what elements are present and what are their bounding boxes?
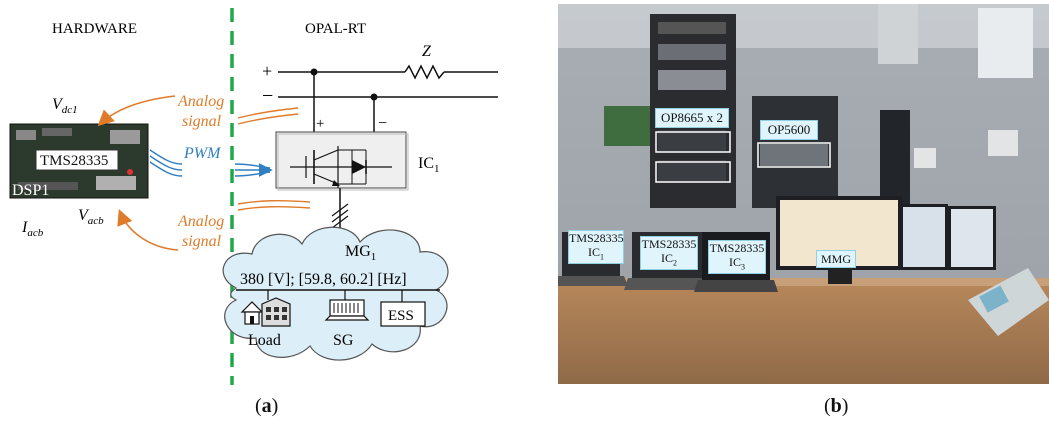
- vacb-label: Vacb: [78, 207, 104, 227]
- oscilloscope: [968, 268, 1049, 336]
- impedance-label: Z: [422, 43, 432, 60]
- op8665-frame-1: [655, 131, 731, 153]
- schematic-panel: HARDWARE OPAL-RT + − Z + − IC1: [9, 8, 498, 417]
- opal-rt-label: OPAL-RT: [305, 21, 366, 37]
- house-icon: [240, 301, 264, 325]
- tms-ic2-label: TMS28335 IC2: [640, 236, 698, 270]
- vdc1-label: Vdc1: [52, 96, 78, 116]
- generator-icon: [324, 299, 370, 321]
- mmg-label: MMG: [816, 250, 856, 268]
- op5600-label: OP5600: [760, 120, 818, 140]
- lab-photo: [554, 4, 1049, 384]
- inverter-minus: −: [378, 115, 387, 132]
- caption-b: (b): [824, 395, 849, 417]
- bus-plus: +: [262, 61, 272, 81]
- dsp-board-image: TMS28335 DSP1: [9, 123, 149, 199]
- ess-box: [380, 301, 426, 327]
- analog-signal-bottom-line2: signal: [182, 233, 222, 250]
- iacb-label: Iacb: [21, 219, 44, 239]
- ess-label: ESS: [388, 308, 414, 324]
- inverter-plus: +: [316, 116, 324, 132]
- ic1-label: IC1: [418, 155, 440, 175]
- tms-ic1-label: TMS28335 IC1: [568, 230, 624, 264]
- hardware-label: HARDWARE: [52, 21, 137, 37]
- building-icon: [261, 297, 291, 327]
- pwm-label: PWM: [183, 145, 222, 162]
- analog-arrow-top: [97, 95, 176, 127]
- load-label: Load: [248, 332, 281, 349]
- board-chip-label: TMS28335: [40, 153, 108, 169]
- mg-rating: 380 [V]; [59.8, 60.2] [Hz]: [240, 271, 407, 288]
- mg1-label: MG1: [345, 243, 376, 263]
- ceiling: [558, 4, 1049, 48]
- board-name: DSP1: [12, 182, 49, 199]
- analog-signal-top-line2: signal: [182, 113, 222, 130]
- impedance-resistor: [404, 64, 445, 80]
- wall-poster: [978, 8, 1033, 78]
- analog-signal-bottom-line1: Analog: [177, 213, 224, 230]
- caption-a: (a): [255, 395, 279, 417]
- three-phase-marks: [331, 203, 349, 229]
- analog-arrow-bottom: [117, 209, 179, 251]
- analog-signal-top-line1: Analog: [177, 93, 224, 110]
- op5600-frame: [757, 142, 831, 168]
- sg-label: SG: [333, 332, 354, 349]
- bus-minus: −: [262, 85, 273, 107]
- schematic-diagram: HARDWARE OPAL-RT + − Z + − IC1: [9, 8, 498, 385]
- op8665-label: OP8665 x 2: [655, 108, 729, 128]
- desk: [558, 282, 1049, 384]
- op8665-frame-2: [655, 161, 731, 183]
- tms-ic3-label: TMS28335 IC3: [708, 240, 766, 274]
- lab-photo-panel: OP8665 x 2 OP5600 TMS28335 IC1 TMS28335 …: [554, 0, 1049, 432]
- microgrid-cloud: [222, 226, 449, 361]
- inverter-box: [275, 131, 407, 189]
